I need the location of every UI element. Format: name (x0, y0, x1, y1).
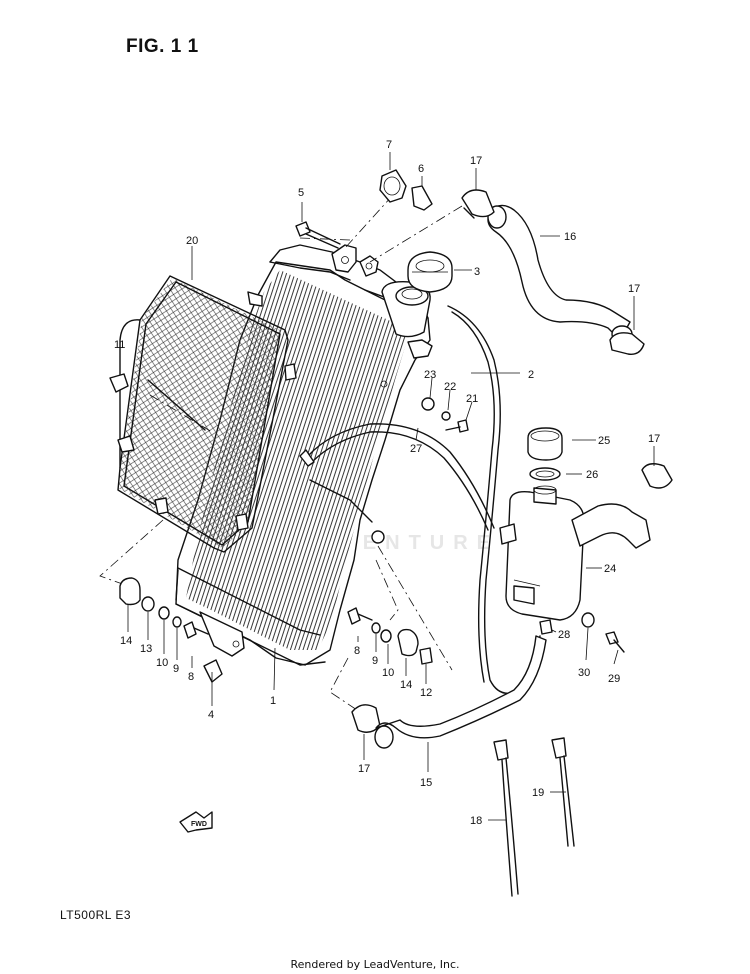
fasteners (109, 373, 625, 683)
callout-2: 2 (528, 369, 534, 381)
radiator-grille (117, 275, 297, 553)
callout-16: 16 (564, 231, 576, 243)
callout-4: 4 (208, 709, 214, 721)
callout-6: 6 (418, 163, 424, 175)
callout-labels: 1 2 3 4 5 6 7 8 8 9 9 10 10 11 12 13 14 … (114, 139, 660, 827)
callout-23: 23 (424, 369, 436, 381)
callout-15: 15 (420, 777, 432, 789)
mount-cushion (379, 169, 433, 211)
reservoir-cap (527, 427, 563, 481)
radiator-cap (407, 251, 453, 293)
callout-26: 26 (586, 469, 598, 481)
callout-17-right: 17 (628, 283, 640, 295)
callout-5: 5 (298, 187, 304, 199)
callout-27: 27 (410, 443, 422, 455)
callout-18: 18 (470, 815, 482, 827)
callout-8-left: 8 (188, 671, 194, 683)
callout-20: 20 (186, 235, 198, 247)
callout-25: 25 (598, 435, 610, 447)
callout-9-right: 9 (372, 655, 378, 667)
callout-14-left: 14 (120, 635, 132, 647)
callout-22: 22 (444, 381, 456, 393)
callout-30: 30 (578, 667, 590, 679)
callout-10-right: 10 (382, 667, 394, 679)
model-code: LT500RL E3 (60, 908, 132, 922)
callout-24: 24 (604, 563, 616, 575)
callout-7: 7 (386, 139, 392, 151)
upper-hose (487, 204, 633, 343)
callout-8-right: 8 (354, 645, 360, 657)
callout-13: 13 (140, 643, 152, 655)
callout-19: 19 (532, 787, 544, 799)
callout-10-left: 10 (156, 657, 168, 669)
callout-17-bottom: 17 (358, 763, 370, 775)
footer-credit: Rendered by LeadVenture, Inc. (290, 958, 460, 971)
hose-clamps (351, 189, 673, 733)
cable-ties (493, 737, 575, 897)
callout-12: 12 (420, 687, 432, 699)
callout-29: 29 (608, 673, 620, 685)
reservoir-tank (499, 485, 651, 621)
assembly-lines (99, 194, 463, 713)
callout-17-top: 17 (470, 155, 482, 167)
callout-11: 11 (114, 339, 125, 351)
callout-28: 28 (558, 629, 570, 641)
callout-14-right: 14 (400, 679, 412, 691)
mount-bolt (295, 221, 341, 249)
fwd-label: FWD (191, 821, 207, 828)
fwd-arrow: FWD (179, 811, 213, 833)
callout-leaders (119, 152, 655, 821)
callout-3: 3 (474, 266, 480, 278)
figure-title: FIG. 1 1 (126, 36, 199, 57)
callout-9-left: 9 (173, 663, 179, 675)
callout-21: 21 (466, 393, 478, 405)
callout-17-tank: 17 (648, 433, 660, 445)
callout-1: 1 (270, 695, 276, 707)
lower-hose (374, 635, 547, 749)
breather-hose (299, 423, 495, 531)
